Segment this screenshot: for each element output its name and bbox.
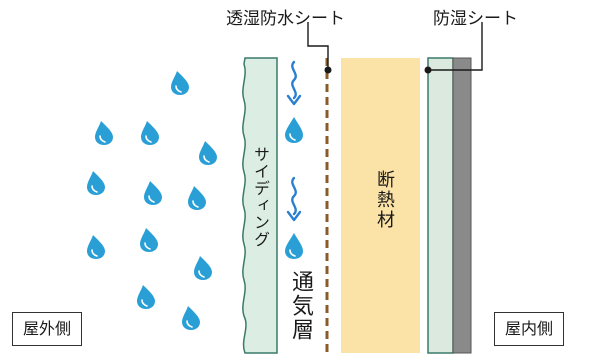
raindrop-icon	[86, 234, 106, 260]
raindrop-icon	[140, 120, 160, 146]
raindrop-icon	[170, 70, 190, 96]
breathable-sheet-label: 透湿防水シート	[226, 9, 345, 29]
raindrop-icon	[94, 120, 114, 146]
interior-layer-dark	[452, 57, 472, 354]
outdoor-label: 屋外側	[12, 312, 83, 346]
leader-dot-breathable	[324, 66, 332, 74]
raindrop-icon	[187, 185, 207, 211]
insulation-label: 断熱材	[374, 170, 395, 230]
raindrop-icon	[86, 170, 106, 196]
raindrop-icon	[284, 232, 304, 260]
raindrop-icon	[136, 284, 156, 310]
interior-layer-light	[427, 57, 454, 354]
raindrop-icon	[139, 227, 159, 253]
vapor-barrier-label: 防湿シート	[433, 9, 518, 29]
down-arrow-icon	[286, 176, 302, 222]
raindrop-icon	[284, 116, 304, 144]
leader-line-vapor	[428, 22, 483, 71]
siding-layer	[242, 57, 278, 354]
leader-line-breathable	[307, 22, 329, 70]
raindrop-icon	[193, 255, 213, 281]
indoor-label: 屋内側	[494, 312, 565, 346]
raindrop-icon	[198, 140, 218, 166]
leader-dot-vapor	[424, 66, 432, 74]
raindrop-icon	[181, 305, 201, 331]
air-layer-label: 通気層	[288, 270, 313, 342]
raindrop-icon	[143, 180, 163, 206]
down-arrow-icon	[286, 60, 302, 106]
siding-label: サイディング	[251, 146, 270, 248]
insulation-layer	[341, 58, 420, 353]
